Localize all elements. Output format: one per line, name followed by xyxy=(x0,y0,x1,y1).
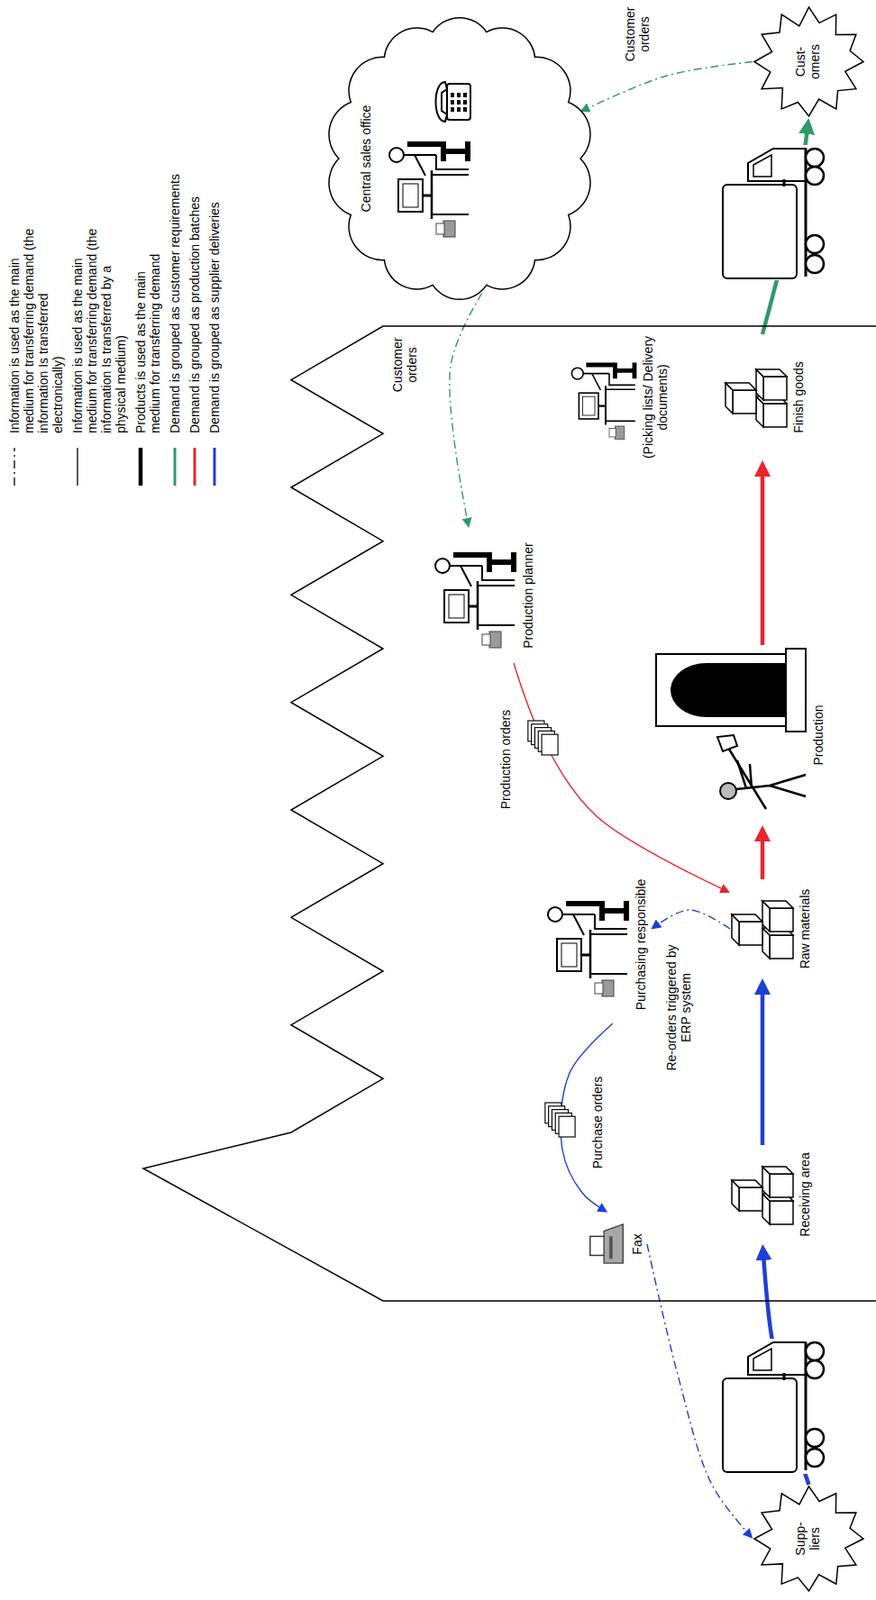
node-icon xyxy=(428,541,519,650)
legend-text: Demand is grouped as supplier deliveries xyxy=(207,136,222,434)
node-icon xyxy=(730,1163,795,1227)
information-flow-arrow xyxy=(449,293,483,526)
node-label: (Picking lists/ Delivery documents) xyxy=(640,334,670,461)
suppliers-star: Supp- liers xyxy=(752,1485,866,1594)
fax-icon xyxy=(590,1224,623,1264)
edge-label: Production orders xyxy=(497,699,514,821)
legend-sample xyxy=(7,446,22,488)
legend-sample xyxy=(167,446,183,488)
product-flow-arrow xyxy=(760,985,766,1146)
legend-swatch xyxy=(138,447,144,486)
information-flow-arrow xyxy=(653,910,730,930)
legend: Information is used as the main medium f… xyxy=(7,136,228,488)
node-icon xyxy=(650,645,809,826)
node-icon xyxy=(723,365,789,429)
legend-swatch xyxy=(13,447,15,486)
legend-sample xyxy=(70,446,85,488)
legend-row: Products is used as the main medium for … xyxy=(133,136,163,488)
node-icon xyxy=(565,352,639,443)
node-icon xyxy=(730,897,795,961)
legend-text: Information is used as the main medium f… xyxy=(7,228,65,434)
node-icon xyxy=(382,78,473,239)
legend-swatch xyxy=(213,447,217,486)
fax-station: Fax xyxy=(587,1213,648,1277)
desk-icon xyxy=(547,902,628,998)
legend-text: Information is used as the main medium f… xyxy=(70,228,128,434)
legend-swatch xyxy=(76,447,78,486)
edge-label: Re-orders triggered by ERP system xyxy=(663,942,694,1074)
node-label: Receiving area xyxy=(797,1152,813,1237)
product-flow-arrow xyxy=(760,832,766,880)
legend-text: Demand is grouped as customer requiremen… xyxy=(167,136,183,434)
desk-icon xyxy=(571,363,635,440)
desk-icon xyxy=(389,141,469,238)
star-shape xyxy=(754,7,864,117)
node-label: Production planner xyxy=(520,542,536,649)
product-flow-arrow xyxy=(760,467,766,646)
cloud-shape xyxy=(328,18,591,301)
node-label: Cust- omers xyxy=(793,36,822,88)
legend-row: Demand is grouped as supplier deliveries xyxy=(207,136,222,488)
purchasing-station: Purchasing responsible xyxy=(540,866,651,1024)
node-label: Fax xyxy=(629,1233,645,1255)
supplier-truck xyxy=(720,1339,828,1475)
legend-sample xyxy=(207,446,222,488)
purchase-orders-stack xyxy=(545,1103,575,1138)
edge-label: Purchase orders xyxy=(589,1067,606,1179)
customer-truck xyxy=(720,145,828,281)
planner-station: Production planner xyxy=(428,528,539,664)
legend-text: Products is used as the main medium for … xyxy=(133,228,163,434)
legend-text: Demand is grouped as production batches xyxy=(187,136,202,434)
legend-row: Information is used as the main medium f… xyxy=(70,136,128,488)
node-label: Supp- liers xyxy=(793,1515,822,1563)
edge-label: Customer orders xyxy=(389,333,420,397)
legend-row: Information is used as the main medium f… xyxy=(7,136,65,488)
factory-outline xyxy=(143,326,876,1302)
boxes-icon xyxy=(731,901,794,959)
finish-goods-station: (Picking lists/ Delivery documents) Finis… xyxy=(565,334,809,461)
phone-icon xyxy=(436,82,472,122)
edge-label: Customer orders xyxy=(621,3,653,65)
node-label: Production xyxy=(811,705,826,767)
raw-materials-stock: Raw materials xyxy=(730,879,815,979)
legend-row: Demand is grouped as production batches xyxy=(187,136,202,488)
sales-office-cloud: Central sales office xyxy=(324,14,595,303)
receiving-stock: Receiving area xyxy=(730,1145,815,1245)
node-label: Finish goods xyxy=(791,361,806,433)
legend-swatch xyxy=(193,447,197,486)
legend-sample xyxy=(133,446,148,488)
desk-icon xyxy=(435,552,515,648)
node-label: Central sales office xyxy=(358,105,374,213)
customers-star: Cust- omers xyxy=(752,5,866,119)
boxes-icon xyxy=(731,1167,794,1225)
node-icon xyxy=(540,891,631,1000)
node-label: Raw materials xyxy=(797,889,813,970)
node-label: Purchasing responsible xyxy=(633,879,648,1012)
node-icon xyxy=(587,1222,628,1267)
information-flow-arrow xyxy=(582,62,753,111)
machine-icon xyxy=(656,648,806,810)
legend-swatch xyxy=(173,447,177,486)
production-orders-stack xyxy=(528,720,558,756)
legend-row: Demand is grouped as customer requiremen… xyxy=(167,136,183,488)
legend-sample xyxy=(187,446,202,488)
boxes-icon xyxy=(725,369,787,428)
star-shape xyxy=(754,1487,864,1592)
production-station: Production xyxy=(650,645,829,826)
